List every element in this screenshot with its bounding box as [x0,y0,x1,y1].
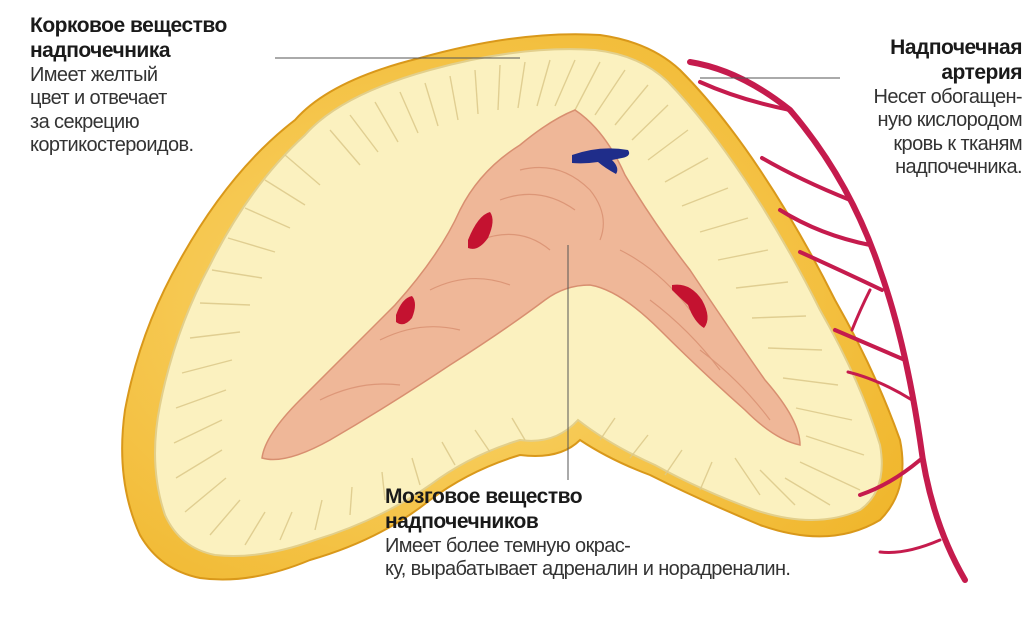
medulla-description: Имеет более темную окрас- ку, вырабатыва… [385,535,790,582]
cortex-title: Корковое вещество надпочечника [30,14,227,64]
cortex-description: Имеет желтый цвет и отвечает за секрецию… [30,64,227,158]
medulla-label: Мозговое вещество надпочечников Имеет бо… [385,485,790,582]
cortex-label: Корковое вещество надпочечника Имеет жел… [30,14,227,158]
artery-title: Надпочечная артерия [874,36,1022,86]
medulla-title: Мозговое вещество надпочечников [385,485,790,535]
artery-description: Несет обогащен- ную кислородом кровь к т… [874,86,1022,180]
artery-label: Надпочечная артерия Несет обогащен- ную … [874,36,1022,180]
